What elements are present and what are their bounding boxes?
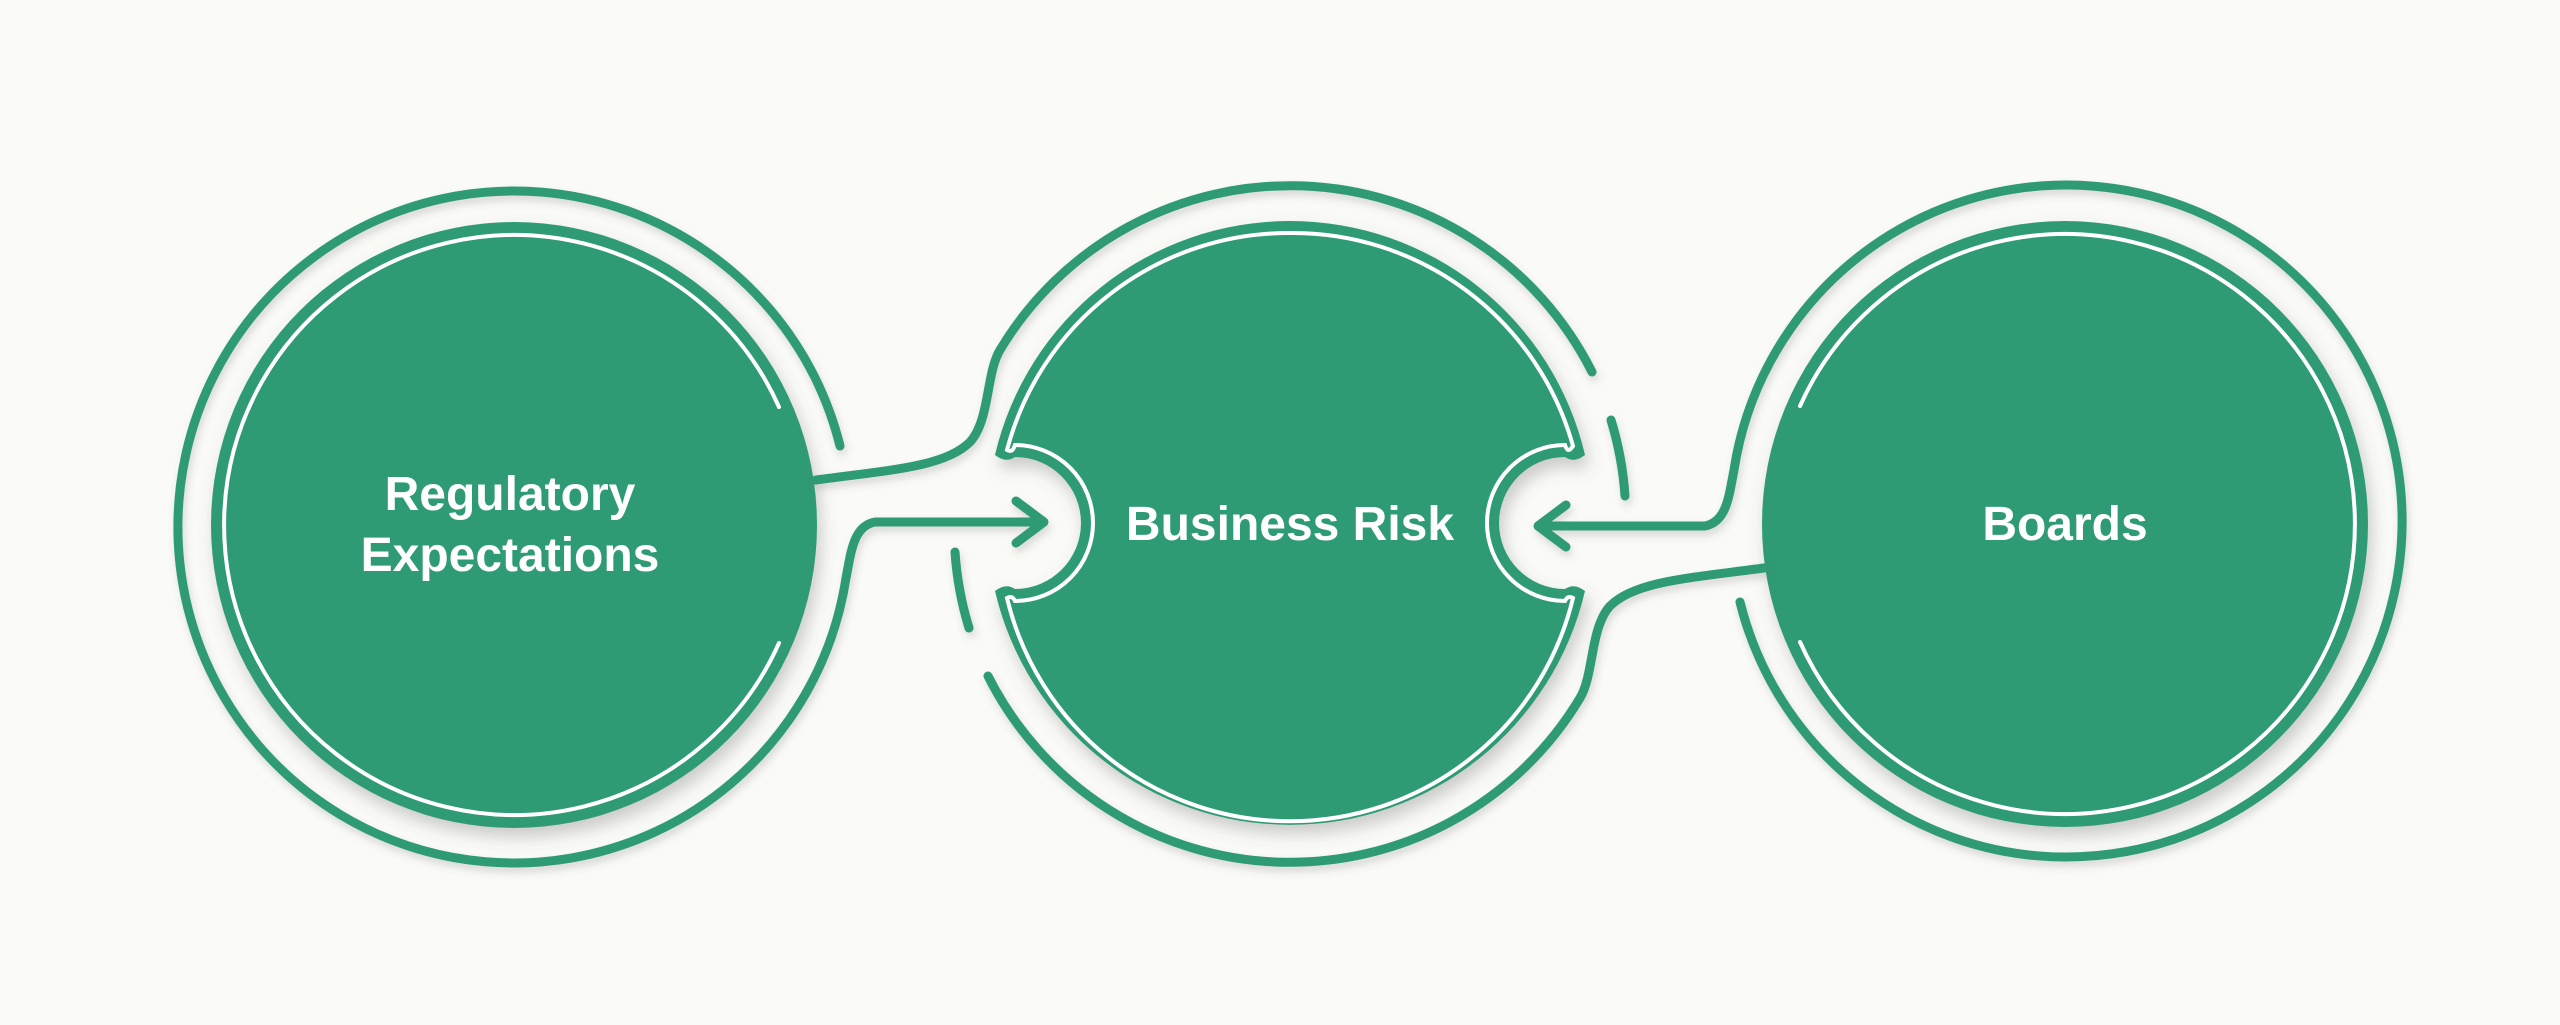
connector-right-bottom-swoosh — [983, 563, 1769, 867]
middle-ring-lower-left-stub — [950, 547, 974, 633]
arrow-left-head — [1533, 500, 1571, 552]
arrow-right-head — [1011, 496, 1049, 548]
node-regulatory-circle — [211, 222, 817, 828]
boards-outer-ring-arrow — [1543, 180, 2407, 862]
connector-left-top-swoosh — [811, 181, 1597, 485]
node-business-risk-circle — [995, 221, 1585, 825]
business-risk-inner-ring — [1004, 230, 1576, 824]
regulatory-outer-ring-arrow — [173, 186, 1045, 868]
middle-ring-upper-right-stub — [1606, 415, 1630, 501]
boards-inner-ring — [1798, 232, 2357, 816]
regulatory-inner-ring — [222, 233, 781, 817]
node-boards-circle — [1762, 221, 2368, 827]
